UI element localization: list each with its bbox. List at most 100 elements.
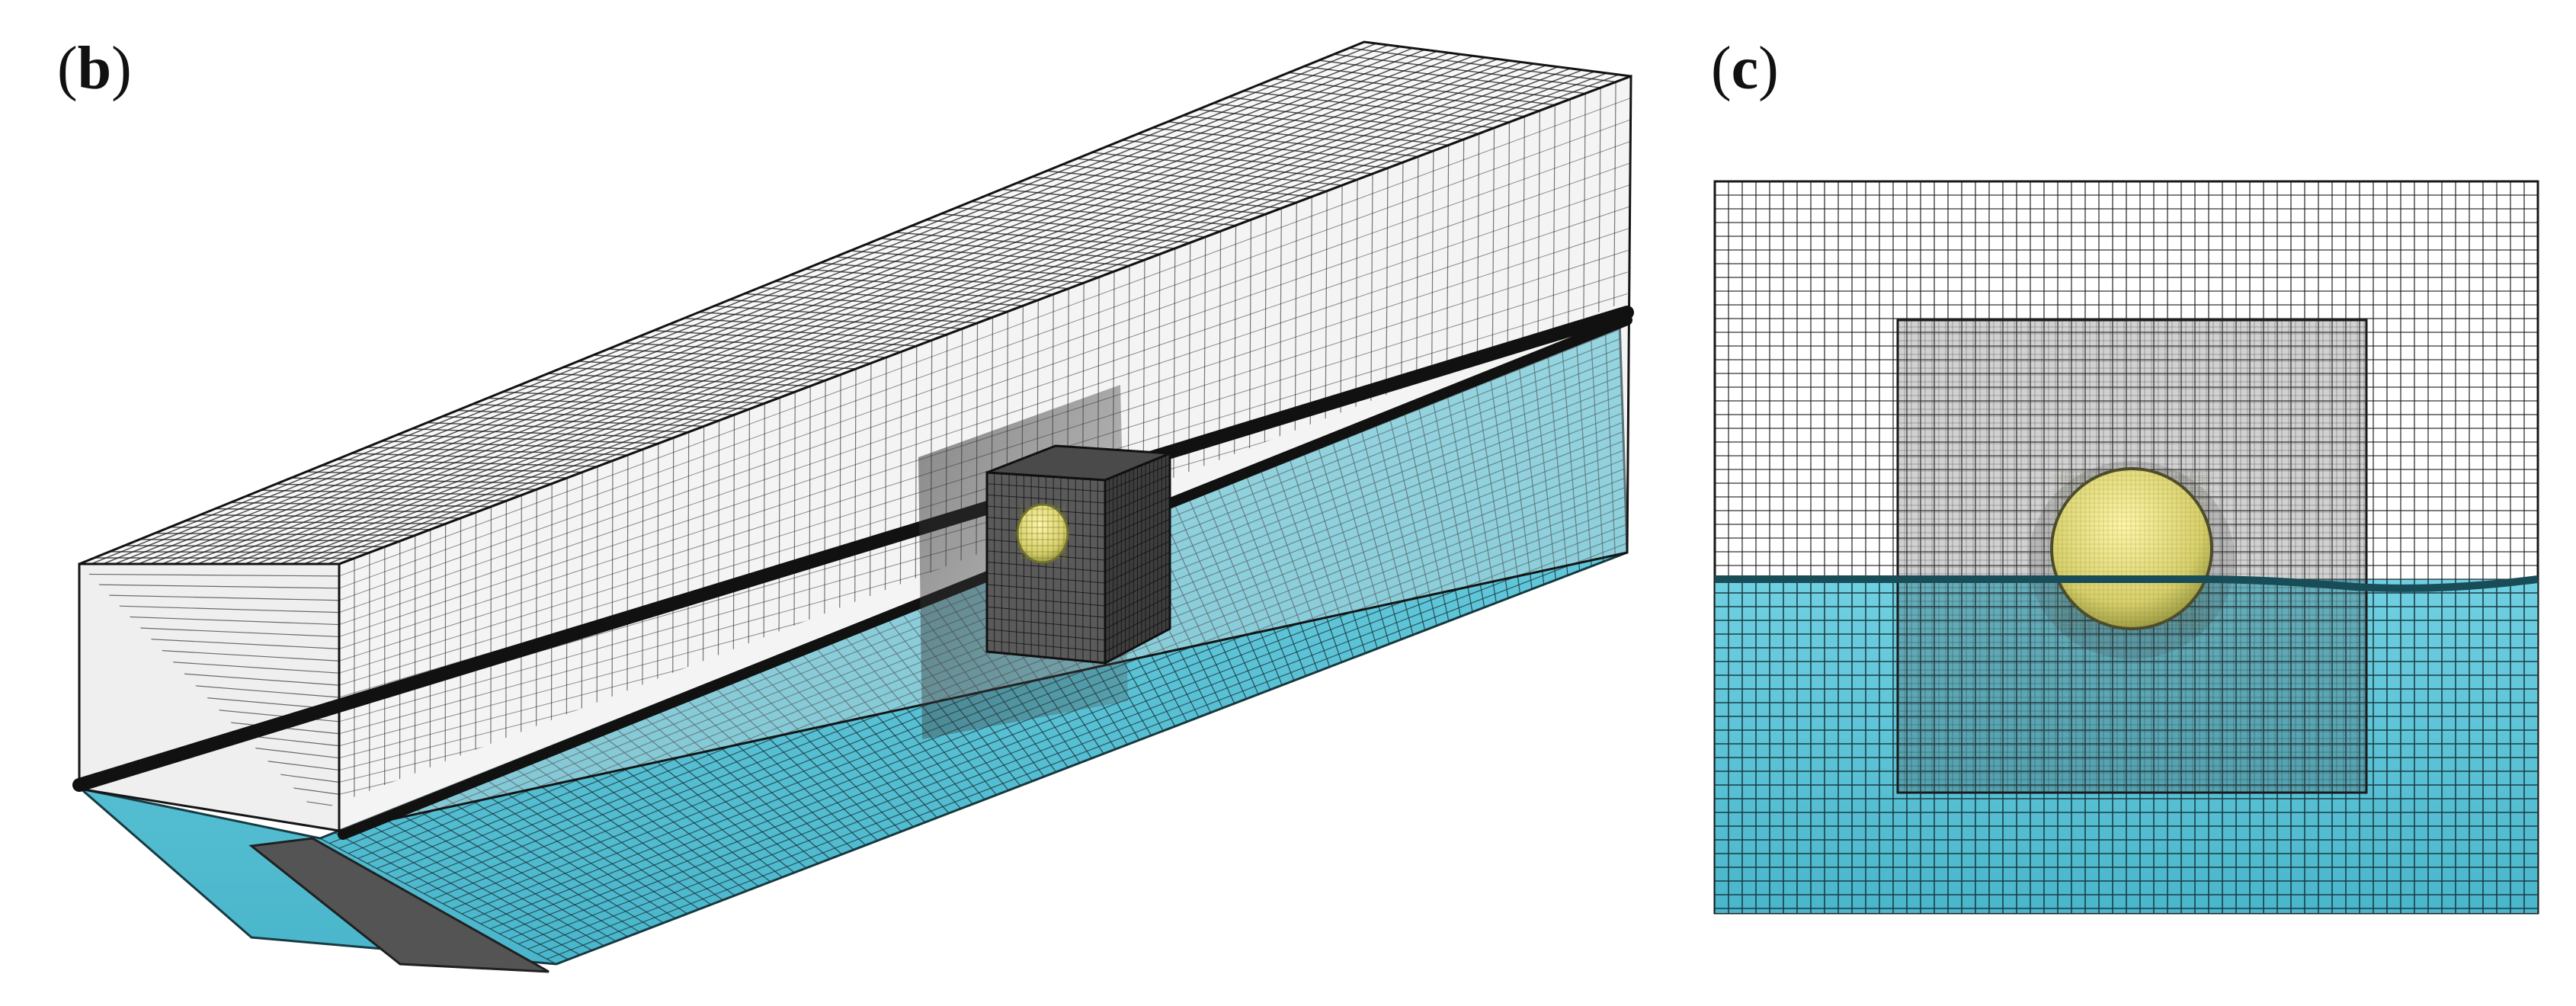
mesh-line [338,97,1631,577]
mesh-line [723,676,890,837]
mesh-line [608,722,795,873]
mesh-line [421,797,640,933]
mesh-line [450,786,664,924]
mesh-line [1503,366,1533,590]
mesh-line [338,184,1631,626]
mesh-line [546,543,1627,960]
mesh-line [338,75,1631,565]
mesh-line [1575,337,1592,567]
mesh-line [810,642,962,809]
mesh-line [149,50,1437,565]
mesh-line [1459,383,1497,604]
mesh-line [79,573,340,577]
mesh-line [315,72,1607,565]
panel-c-sphere [2050,467,2213,630]
mesh-line [1104,628,1171,664]
mesh-line [536,751,735,896]
mesh-line [986,572,1106,584]
mesh-line [1474,377,1509,599]
mesh-line [435,792,652,928]
mesh-line [232,61,1523,565]
mesh-line [1388,412,1437,626]
mesh-line [197,56,1486,565]
mesh-line [303,71,1595,565]
mesh-line [1301,447,1366,654]
mesh-line [1104,551,1171,584]
mesh-line [1431,395,1473,613]
mesh-line [652,705,831,860]
mesh-line [1286,452,1354,658]
mesh-line [280,68,1571,565]
mesh-line [1104,617,1171,652]
mesh-line [986,651,1106,664]
mesh-line [102,44,1389,565]
mesh-line [839,630,985,800]
mesh-line [666,700,843,855]
mesh-line [986,617,1106,630]
mesh-line [79,584,340,589]
mesh-line [1104,606,1171,641]
mesh-line [1104,573,1171,607]
mesh-line [825,636,973,805]
mesh-line [1604,325,1616,558]
panel-c [1713,180,2539,915]
mesh-line [185,55,1474,565]
mesh-line [796,648,950,814]
mesh-line [1214,481,1295,681]
mesh-line [1258,463,1331,668]
mesh-line [327,74,1620,565]
mesh-line [710,682,878,841]
mesh-line [986,606,1106,618]
mesh-line [479,774,688,915]
panel-b-left-box [78,562,341,832]
mesh-line [338,205,1631,637]
mesh-line [594,728,783,878]
mesh-line [1272,458,1342,663]
panel-b [72,40,1634,973]
mesh-line [79,604,340,614]
mesh-line [1446,389,1485,608]
mesh-line [1546,348,1568,576]
mesh-line [1157,504,1248,700]
mesh-line [162,52,1450,565]
mesh-line [537,533,1627,955]
mesh-line [492,768,700,910]
mesh-line [1590,332,1604,562]
mesh-line [209,58,1498,565]
mesh-line [91,43,1377,565]
mesh-line [319,838,557,964]
panel-b-inlet-bottom [248,837,549,973]
mesh-line [986,562,1106,572]
panel-b-free-surface-line [72,306,1634,792]
mesh-line [738,671,902,832]
mesh-line [338,162,1631,614]
mesh-line [79,42,1365,565]
mesh-line [565,740,759,887]
mesh-line [518,514,1626,945]
mesh-line [338,119,1631,589]
mesh-line [1104,540,1171,572]
mesh-line [508,505,1626,940]
mesh-line [1171,498,1259,695]
mesh-line [579,734,771,883]
mesh-line [173,53,1462,565]
mesh-line [1517,360,1545,585]
mesh-line [338,140,1631,601]
mesh-line [781,653,938,819]
mesh-line [1330,434,1390,645]
panel-b-label: (b) [57,35,132,102]
mesh-line [79,594,340,601]
mesh-line [986,639,1106,652]
mesh-line [767,659,926,823]
mesh-line [681,694,854,851]
mesh-line [637,711,819,864]
mesh-line [1417,400,1462,617]
mesh-line [695,688,867,846]
mesh-line [114,46,1402,565]
panel-c-water-grid [1715,579,2538,913]
mesh-line [348,826,581,956]
panel-c-refinement-grid [1897,319,2366,793]
mesh-line [464,780,676,919]
mesh-line [1186,492,1271,690]
mesh-line [291,69,1583,565]
